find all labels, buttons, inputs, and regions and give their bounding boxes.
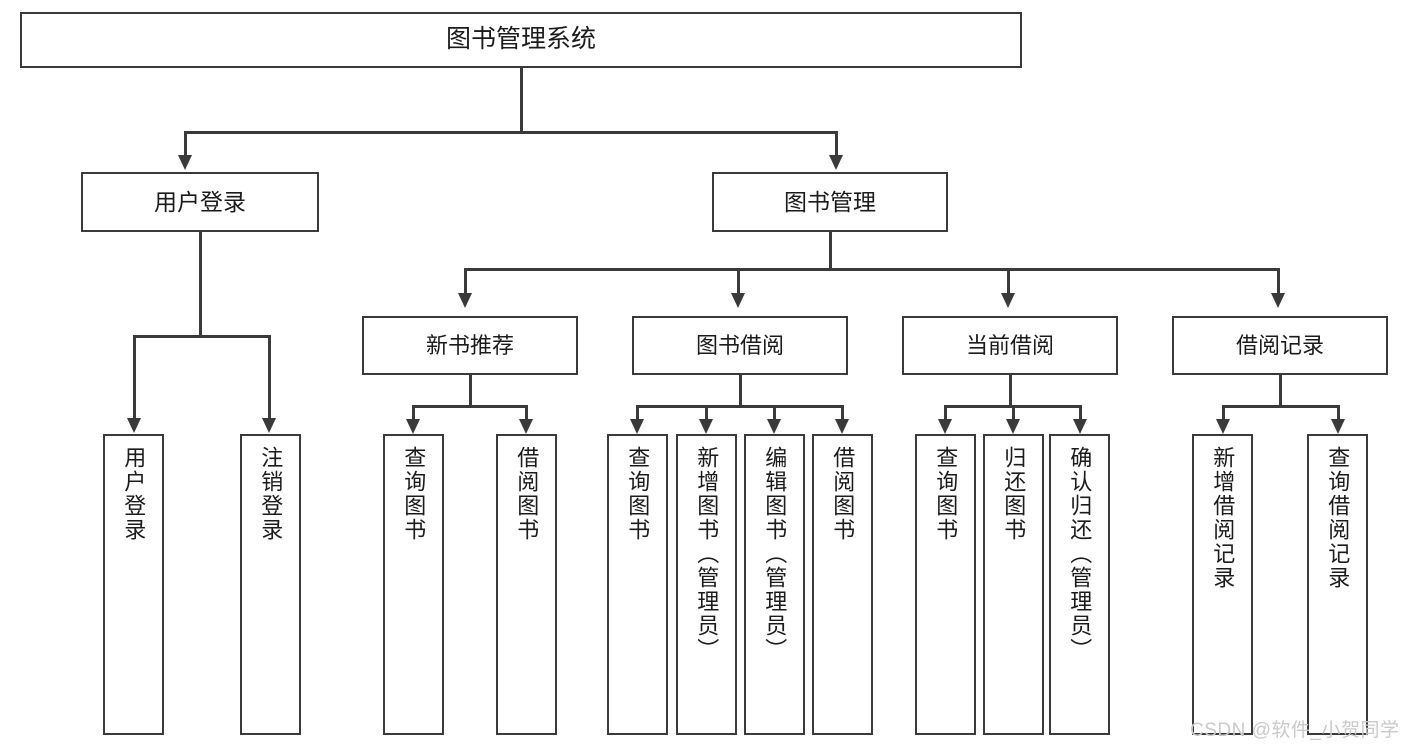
connector-user-login-to-leaf-1 (133, 335, 136, 420)
leaf-cb-query-book[interactable]: 查询图书 (915, 434, 976, 735)
node-label: 借阅图书 (830, 446, 856, 542)
leaf-bb-query-book[interactable]: 查询图书 (607, 434, 668, 735)
connector-bm-to-new-book (464, 268, 467, 296)
connector-bm-to-borrow-record (1277, 268, 1280, 296)
node-root-system[interactable]: 图书管理系统 (20, 12, 1022, 68)
connector-root-stem (520, 68, 523, 131)
node-label: 用户登录 (154, 188, 246, 215)
connector-bb-to-leaf-3 (773, 405, 776, 421)
node-current-borrow[interactable]: 当前借阅 (902, 316, 1118, 375)
node-label: 确认归还（管理员） (1067, 446, 1093, 662)
arrowhead-cb-leaf-2 (1006, 419, 1020, 434)
leaf-cb-return-book[interactable]: 归还图书 (983, 434, 1044, 735)
leaf-br-add-record[interactable]: 新增借阅记录 (1192, 434, 1253, 735)
connector-bm-to-current-borrow (1007, 268, 1010, 296)
node-label: 查询图书 (625, 446, 651, 542)
arrowhead-cb-leaf-3 (1073, 419, 1087, 434)
arrowhead-user-login-leaf-1 (127, 418, 141, 433)
connector-cb-to-leaf-3 (1079, 405, 1082, 421)
connector-cb-bus (944, 405, 1079, 408)
node-label: 用户登录 (121, 446, 147, 542)
node-label: 新书推荐 (425, 332, 514, 358)
connector-nbr-to-leaf-2 (525, 405, 528, 421)
leaf-nbr-query-book[interactable]: 查询图书 (383, 434, 444, 735)
node-borrow-record[interactable]: 借阅记录 (1172, 316, 1388, 375)
connector-nbr-bus (412, 405, 527, 408)
leaf-bb-borrow-book[interactable]: 借阅图书 (812, 434, 873, 735)
connector-bm-to-book-borrow (737, 268, 740, 296)
connector-cb-stem (1009, 375, 1012, 405)
leaf-user-login-login[interactable]: 用户登录 (103, 434, 164, 735)
node-label: 借阅图书 (514, 446, 540, 542)
node-label: 编辑图书（管理员） (762, 446, 788, 662)
connector-bb-to-leaf-4 (841, 405, 844, 421)
leaf-user-login-logout[interactable]: 注销登录 (240, 434, 301, 735)
node-label: 当前借阅 (965, 332, 1054, 358)
arrowhead-to-book-manage (829, 155, 843, 170)
arrowhead-cb-leaf-1 (938, 419, 952, 434)
leaf-br-query-record[interactable]: 查询借阅记录 (1307, 434, 1368, 735)
node-label: 新增借阅记录 (1210, 446, 1236, 590)
node-label: 归还图书 (1001, 446, 1027, 542)
leaf-nbr-borrow-book[interactable]: 借阅图书 (496, 434, 557, 735)
connector-root-bus (184, 131, 837, 134)
connector-user-login-bus (133, 335, 268, 338)
arrowhead-bb-leaf-4 (835, 419, 849, 434)
arrowhead-bm-current-borrow (1001, 293, 1015, 308)
node-label: 查询借阅记录 (1325, 446, 1351, 590)
connector-nbr-stem (469, 375, 472, 405)
node-label: 查询图书 (933, 446, 959, 542)
connector-br-to-leaf-2 (1337, 405, 1340, 421)
node-book-manage[interactable]: 图书管理 (712, 172, 948, 232)
arrowhead-br-leaf-1 (1216, 419, 1230, 434)
connector-bb-stem (739, 375, 742, 405)
arrowhead-bm-borrow-record (1271, 293, 1285, 308)
arrowhead-bm-book-borrow (731, 293, 745, 308)
connector-bb-to-leaf-1 (636, 405, 639, 421)
arrowhead-bm-new-book (458, 293, 472, 308)
connector-book-manage-stem (829, 232, 832, 268)
node-user-login[interactable]: 用户登录 (81, 172, 319, 232)
node-book-borrow[interactable]: 图书借阅 (632, 316, 848, 375)
leaf-cb-confirm-return-admin[interactable]: 确认归还（管理员） (1049, 434, 1110, 735)
connector-bb-bus (636, 405, 842, 408)
node-label: 注销登录 (258, 446, 284, 542)
arrowhead-nbr-leaf-1 (406, 419, 420, 434)
connector-bb-to-leaf-2 (705, 405, 708, 421)
node-label: 新增图书（管理员） (694, 446, 720, 662)
connector-br-to-leaf-1 (1222, 405, 1225, 421)
leaf-bb-add-book-admin[interactable]: 新增图书（管理员） (676, 434, 737, 735)
connector-cb-to-leaf-1 (944, 405, 947, 421)
connector-cb-to-leaf-2 (1012, 405, 1015, 421)
connector-root-to-book-manage (835, 131, 838, 158)
node-new-book-recommend[interactable]: 新书推荐 (362, 316, 578, 375)
watermark-text: CSDN @软件_小贺同学 (1190, 720, 1400, 741)
arrowhead-bb-leaf-1 (630, 419, 644, 434)
arrowhead-nbr-leaf-2 (519, 419, 533, 434)
leaf-bb-edit-book-admin[interactable]: 编辑图书（管理员） (744, 434, 805, 735)
arrowhead-bb-leaf-2 (699, 419, 713, 434)
connector-br-bus (1222, 405, 1337, 408)
node-label: 图书管理系统 (445, 25, 596, 54)
node-label: 查询图书 (401, 446, 427, 542)
node-label: 借阅记录 (1235, 332, 1324, 358)
arrowhead-br-leaf-2 (1331, 419, 1345, 434)
node-label: 图书借阅 (695, 332, 784, 358)
connector-user-login-to-leaf-2 (268, 335, 271, 420)
arrowhead-to-user-login (178, 155, 192, 170)
connector-book-manage-bus (464, 268, 1280, 271)
connector-br-stem (1279, 375, 1282, 405)
connector-user-login-stem (199, 232, 202, 335)
connector-root-to-user-login (184, 131, 187, 158)
arrowhead-bb-leaf-3 (767, 419, 781, 434)
node-label: 图书管理 (784, 188, 876, 215)
arrowhead-user-login-leaf-2 (262, 418, 276, 433)
connector-nbr-to-leaf-1 (412, 405, 415, 421)
